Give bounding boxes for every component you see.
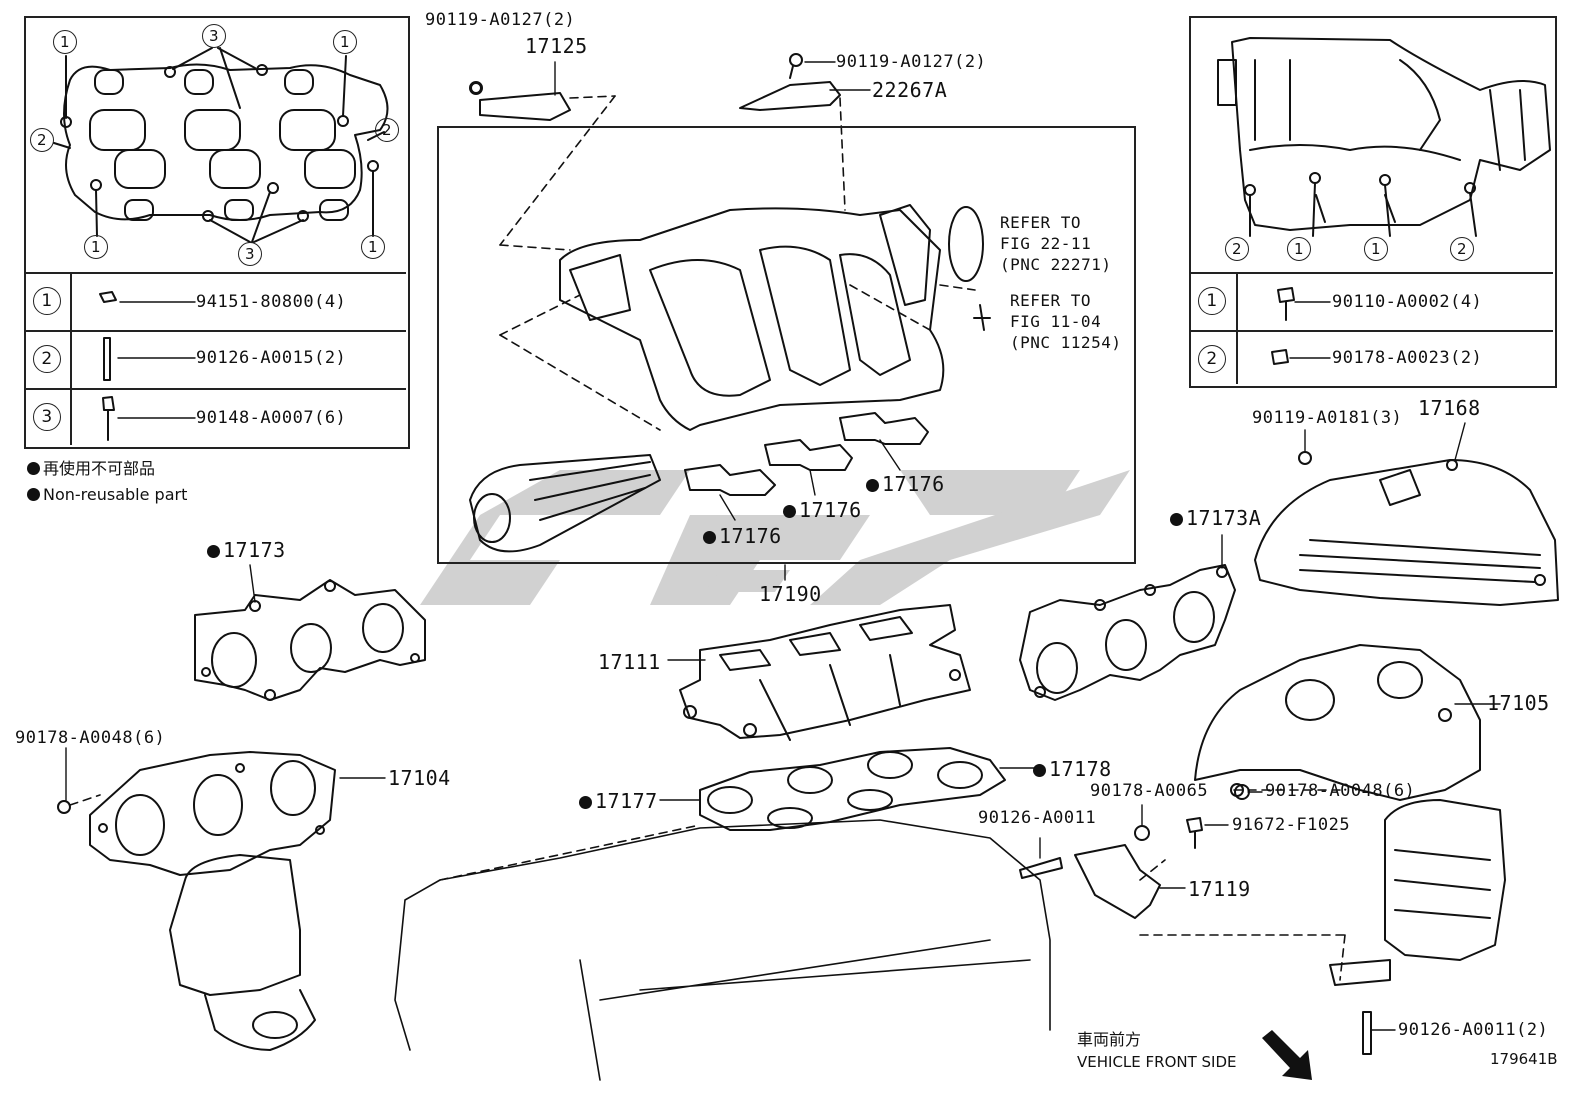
legend-bolt-icons <box>99 82 1312 465</box>
part-number-17104[interactable]: 17104 <box>388 766 451 790</box>
part-number-17176[interactable]: 17176 <box>866 474 945 494</box>
legend-key-2: 2 <box>33 345 61 373</box>
part-number-90148-A0007[interactable]: 90148-A0007(6) <box>196 408 347 428</box>
leader-lines <box>65 61 1501 1031</box>
part-number-90178-A0023[interactable]: 90178-A0023(2) <box>1332 348 1483 368</box>
callout-1: 1 <box>361 235 385 259</box>
legend-key-2: 2 <box>1198 345 1226 373</box>
part-number-90178-A0048-right[interactable]: 90178-A0048(6) <box>1265 781 1416 801</box>
callout-3: 3 <box>238 242 262 266</box>
non-reusable-note-en: Non-reusable part <box>27 487 187 503</box>
callout-2: 2 <box>1225 237 1249 261</box>
callout-3: 3 <box>202 24 226 48</box>
part-number-17176[interactable]: 17176 <box>783 500 862 520</box>
legend-key-1: 1 <box>1198 287 1226 315</box>
legend-key-1: 1 <box>33 287 61 315</box>
manifold-17111-drawing <box>679 604 971 741</box>
part-number-90119-A0127-right[interactable]: 90119-A0127(2) <box>836 52 987 72</box>
part-number-17173[interactable]: 17173 <box>207 540 286 560</box>
legend-topleft-divider-3 <box>24 388 406 390</box>
part-number-90178-A0048-left[interactable]: 90178-A0048(6) <box>15 728 166 748</box>
legend-topright-frame <box>1189 16 1557 388</box>
part-number-90119-A0127-left[interactable]: 90119-A0127(2) <box>425 10 576 30</box>
legend-topright-col-divider <box>1236 272 1238 384</box>
engine-block-drawing <box>394 819 1051 1081</box>
legend-topright-divider-1 <box>1189 272 1553 274</box>
front-arrow-icon <box>1262 1030 1312 1080</box>
part-number-94151-80800[interactable]: 94151-80800(4) <box>196 292 347 312</box>
exhaust-manifold-17104-drawing <box>57 751 336 1051</box>
part-number-17190[interactable]: 17190 <box>759 582 822 606</box>
part-number-17177[interactable]: 17177 <box>579 791 658 811</box>
non-reusable-note-jp: 再使用不可部品 <box>27 461 155 477</box>
gasket-17177-17178-drawing <box>699 747 1006 831</box>
legend-topleft-frame <box>24 16 410 449</box>
callout-1: 1 <box>53 30 77 54</box>
dashed-lines <box>69 95 1346 981</box>
part-number-17176[interactable]: 17176 <box>703 526 782 546</box>
legend-topleft-divider-1 <box>24 272 406 274</box>
legend-topleft-col-divider <box>70 272 72 445</box>
callout-1: 1 <box>1287 237 1311 261</box>
gasket-17173a-drawing <box>1019 564 1236 701</box>
part-number-17178[interactable]: 17178 <box>1033 759 1112 779</box>
part-number-17119[interactable]: 17119 <box>1188 877 1251 901</box>
part-number-90110-A0002[interactable]: 90110-A0002(4) <box>1332 292 1483 312</box>
part-number-90126-A0011-2[interactable]: 90126-A0011(2) <box>1398 1020 1549 1040</box>
intake-plenum-drawing <box>469 53 991 553</box>
gasket-topleft-drawing <box>53 47 389 243</box>
diagram-id: 179641B <box>1490 1050 1558 1068</box>
gasket-17173-drawing <box>194 579 426 701</box>
exhaust-manifold-17105-drawing <box>1194 644 1506 1055</box>
part-number-22267A[interactable]: 22267A <box>872 78 948 102</box>
part-number-90126-A0011[interactable]: 90126-A0011 <box>978 808 1097 828</box>
part-number-17125[interactable]: 17125 <box>525 34 588 58</box>
part-number-90126-A0015[interactable]: 90126-A0015(2) <box>196 348 347 368</box>
vehicle-front-label-en: VEHICLE FRONT SIDE <box>1077 1053 1237 1071</box>
callout-1: 1 <box>333 30 357 54</box>
part-number-91672-F1025[interactable]: 91672-F1025 <box>1232 815 1351 835</box>
part-number-90119-A0181[interactable]: 90119-A0181(3) <box>1252 408 1403 428</box>
heat-insulator-17168-drawing <box>1254 459 1559 606</box>
callout-2: 2 <box>375 118 399 142</box>
part-number-17168[interactable]: 17168 <box>1418 396 1481 420</box>
intake-assembly-frame <box>437 126 1136 564</box>
part-number-90178-A0065[interactable]: 90178-A0065 <box>1090 781 1209 801</box>
part-number-17173A[interactable]: 17173A <box>1170 508 1261 528</box>
legend-topleft-divider-2 <box>24 330 406 332</box>
intake-housing-topright-drawing <box>1217 37 1551 237</box>
part-number-17111[interactable]: 17111 <box>598 650 661 674</box>
vehicle-front-label-jp: 車両前方 <box>1077 1030 1142 1049</box>
callout-1: 1 <box>1364 237 1388 261</box>
callout-2: 2 <box>1450 237 1474 261</box>
legend-topright-divider-2 <box>1189 330 1553 332</box>
part-number-17105[interactable]: 17105 <box>1487 691 1550 715</box>
legend-key-3: 3 <box>33 403 61 431</box>
callout-2: 2 <box>30 128 54 152</box>
bracket-17119-drawing <box>1019 784 1250 919</box>
callout-1: 1 <box>84 235 108 259</box>
